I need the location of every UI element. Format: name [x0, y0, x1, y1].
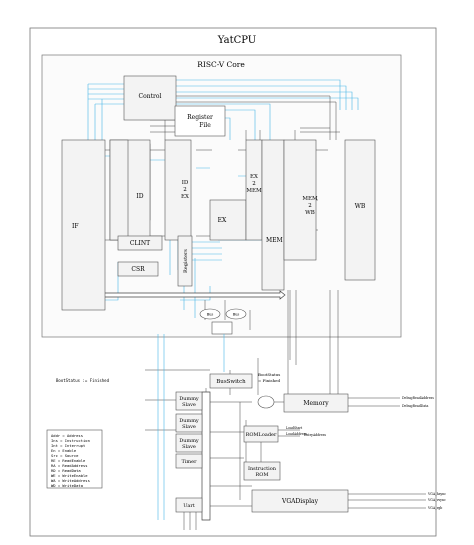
- rom-signal-1: LoadStart: [286, 426, 303, 430]
- clint-label: CLINT: [130, 240, 150, 247]
- dummy-slave-3-label-2: Slave: [182, 444, 196, 450]
- mem2wb-label-2: 2: [308, 203, 312, 209]
- register-file-block: [174, 105, 226, 137]
- id2ex-label-3: EX: [181, 194, 189, 200]
- mem2wb-label-1: MEM: [302, 196, 318, 202]
- boot-state-note: BootStatus := Finished: [56, 378, 110, 383]
- legend-entries: Addr = Address Ins = Instruction Int = I…: [51, 433, 90, 488]
- core-to-bus-wires: [157, 334, 225, 520]
- legend-entry: Addr = Address: [51, 433, 83, 438]
- uart-pins: [183, 512, 197, 530]
- wb-block: [344, 139, 376, 281]
- instruction-rom-label-1: Instruction: [248, 466, 277, 472]
- instruction-rom-label-2: ROM: [256, 472, 269, 478]
- vga-out-3: VGA_rgb: [427, 506, 442, 510]
- legend-entry: WA = WriteAddress: [51, 478, 90, 483]
- legend-entry: WE = WriteEnable: [51, 473, 88, 478]
- dummy-slave-1-label-1: Dummy: [179, 396, 199, 402]
- bus-node-right-label: Bus: [233, 313, 240, 317]
- legend-entry: RA = ReadAddress: [51, 463, 88, 468]
- bus-arbiter-block: [211, 321, 233, 335]
- dummy-slave-2-label-1: Dummy: [179, 418, 199, 424]
- id2ex-block: [164, 139, 192, 241]
- register-file-label-2: File: [199, 122, 211, 129]
- dummy-slave-3: [175, 433, 203, 453]
- if-label: IF: [72, 223, 79, 230]
- memory-mux: [257, 395, 275, 409]
- register-file-label-1: Register: [187, 114, 213, 121]
- legend-box: [46, 429, 103, 489]
- legend-entry: Src = Source: [51, 453, 79, 458]
- instruction-rom-block: [243, 461, 281, 481]
- control-block: [123, 75, 177, 121]
- dummy-slave-3-label-1: Dummy: [179, 438, 199, 444]
- bus-node-left-label: Bus: [207, 313, 214, 317]
- dummy-slave-1: [175, 391, 203, 411]
- mem2wb-block: [283, 139, 317, 261]
- dummy-slave-2: [175, 413, 203, 433]
- legend-entry: RE = ReadEnable: [51, 458, 86, 463]
- control-label: Control: [139, 93, 162, 100]
- bus-node-right: [225, 308, 247, 320]
- mem2wb-label-3: WB: [305, 210, 315, 216]
- bus-switch-block: [209, 373, 253, 389]
- memory-out-1: DebugReadAddress: [402, 396, 434, 400]
- rom-loader-label: ROMLoader: [246, 432, 277, 438]
- core-title: RISC-V Core: [197, 60, 245, 69]
- clint-block: [117, 235, 163, 251]
- legend-entry: En = Enable: [51, 448, 77, 453]
- mem-label: MEM: [266, 237, 283, 244]
- memory-block: [283, 393, 349, 413]
- csr-block: [117, 261, 159, 277]
- legend-entry: Ins = Instruction: [51, 438, 90, 443]
- uart-block: [175, 497, 203, 513]
- id-block-left: [109, 139, 129, 241]
- boot-state-right-1: BootStatus: [258, 372, 280, 377]
- boot-state-right-2: = Finished: [258, 378, 281, 383]
- timer-label: Timer: [181, 459, 197, 465]
- rom-loader-wires: [260, 429, 300, 462]
- mem-block: [261, 139, 285, 291]
- memory-wires: [274, 397, 400, 407]
- timer-block: [175, 453, 203, 469]
- legend-entry: WD = WriteData: [51, 483, 83, 488]
- vga-wires: [348, 493, 426, 509]
- if-block: [61, 139, 106, 311]
- vga-display-block: [251, 489, 349, 513]
- entry-address: EntryAddress: [304, 433, 326, 437]
- registers-label: Registers: [183, 249, 189, 273]
- memory-out-2: DebugReadData: [402, 404, 429, 408]
- uart-label: Uart: [183, 503, 195, 509]
- wb-label: WB: [355, 203, 366, 210]
- dummy-slave-2-label-2: Slave: [182, 424, 196, 430]
- id2ex-label-1: ID: [182, 180, 189, 186]
- core-to-memory-wires: [287, 290, 339, 394]
- dummy-slave-1-label-2: Slave: [182, 402, 196, 408]
- ex-inner-label: EX: [218, 217, 227, 224]
- bus-switch-label: BusSwitch: [216, 379, 246, 385]
- memory-label: Memory: [303, 400, 329, 407]
- ex2mem-label-2: 2: [252, 181, 256, 187]
- vga-out-1: VGA_hsync: [427, 492, 446, 496]
- legend-entry: RD = ReadData: [51, 468, 81, 473]
- id2ex-label-2: 2: [183, 187, 187, 193]
- rom-signal-2: LoadAddress: [286, 432, 307, 436]
- ex2mem-label-1: EX: [250, 174, 258, 180]
- id-label: ID: [136, 193, 143, 200]
- csr-label: CSR: [131, 266, 145, 273]
- registers-block: [177, 235, 193, 287]
- legend-entry: Int = Interrupt: [51, 443, 85, 448]
- vga-out-2: VGA_vsync: [427, 498, 446, 502]
- ex2mem-label-3: MEM: [246, 188, 262, 194]
- vga-display-label: VGADisplay: [281, 498, 319, 505]
- ex-inner-block: [209, 199, 247, 241]
- yatcpu-title: YatCPU: [217, 35, 256, 46]
- bus-node-left: [199, 308, 221, 320]
